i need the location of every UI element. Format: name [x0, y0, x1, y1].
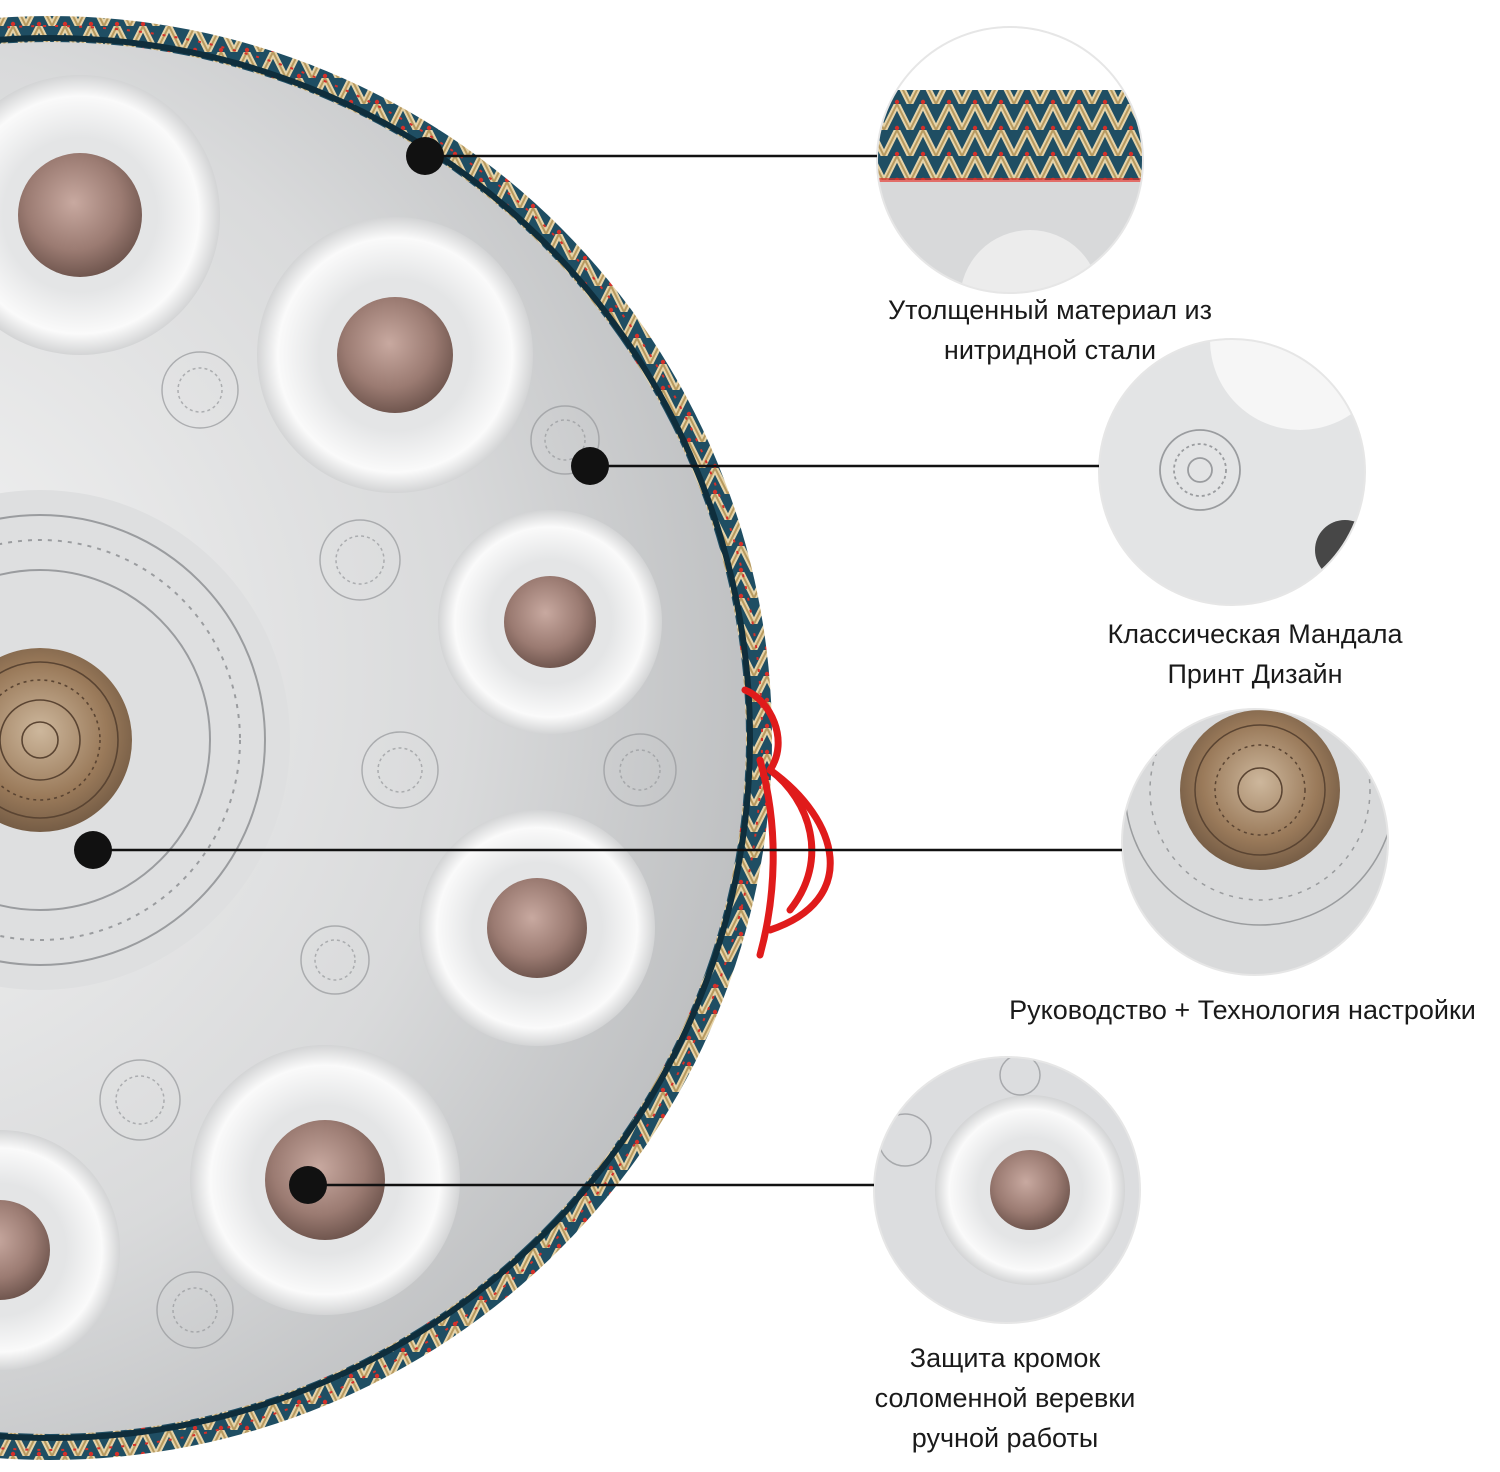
caption-line: соломенной веревки — [874, 1383, 1136, 1413]
red-tie-knot — [741, 686, 834, 959]
caption-rope-edge: Защита кромок соломенной веревки ручной … — [845, 1338, 1165, 1458]
note-field — [0, 75, 220, 355]
zoom-tuning — [1121, 708, 1389, 976]
caption-rim-material: Утолщенный материал из нитридной стали — [860, 290, 1240, 370]
note-field — [419, 810, 655, 1046]
handpan-steel-shell — [0, 42, 746, 1434]
note-field — [438, 510, 662, 734]
caption-line: Руководство + Технология настройки — [1009, 995, 1476, 1025]
caption-line: нитридной стали — [943, 335, 1157, 365]
caption-line: ручной работы — [911, 1423, 1099, 1453]
note-field — [257, 217, 533, 493]
zoom-rope-edge — [873, 1056, 1141, 1324]
callout-dots — [74, 137, 609, 1204]
handpan-red-thread — [0, 25, 763, 1451]
caption-line: Защита кромок — [909, 1343, 1101, 1373]
handpan — [0, 16, 834, 1460]
caption-mandala-print: Классическая Мандала Принт Дизайн — [1080, 614, 1430, 694]
central-mandala — [0, 490, 290, 990]
caption-tuning: Руководство + Технология настройки — [990, 990, 1495, 1030]
caption-line: Принт Дизайн — [1167, 659, 1343, 689]
bronze-medallion — [0, 648, 132, 832]
callout-lines — [93, 154, 1122, 1187]
engraved-ornaments — [99, 351, 677, 1349]
handpan-rope-inner-edge — [0, 35, 753, 1441]
note-field — [0, 1130, 120, 1370]
caption-line: Утолщенный материал из — [887, 295, 1213, 325]
caption-line: Классическая Мандала — [1107, 619, 1403, 649]
